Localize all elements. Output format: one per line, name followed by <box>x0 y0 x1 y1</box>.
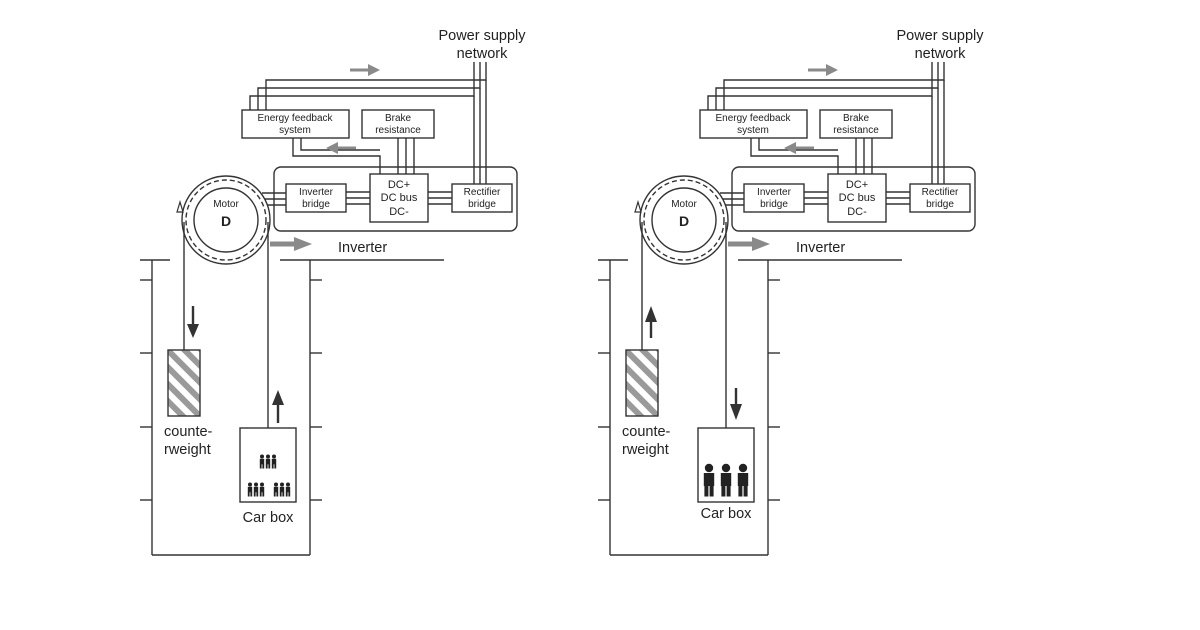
motor: Motor D <box>181 175 271 265</box>
motor-label: Motor <box>671 199 697 210</box>
dc-plus-label: DC+ <box>846 179 868 191</box>
energy-feedback-box <box>699 109 808 139</box>
rectifier-bridge-label: Rectifier <box>922 187 959 198</box>
brake-resistance-box <box>361 109 435 139</box>
rope-direction-marker <box>176 199 184 213</box>
inverter-bridge-label: Inverter <box>757 187 792 198</box>
inverter-bridge-label: Inverter <box>299 187 334 198</box>
rectifier-bridge-box <box>451 183 513 213</box>
inverter-bridge-box <box>285 183 347 213</box>
brake-resistance-label-2: resistance <box>375 125 421 136</box>
svg-text:counte-rweight: counte-rweight <box>622 424 671 458</box>
inverter-bridge-label-2: bridge <box>302 199 330 210</box>
inverter-label: Inverter <box>796 240 845 256</box>
inverter-enclosure <box>731 166 976 232</box>
brake-resistance-label: Brake <box>843 113 870 124</box>
power-supply-lines <box>249 62 487 206</box>
motor: Motor D <box>639 175 729 265</box>
dc-plus-label: DC+ <box>388 179 410 191</box>
elevator-shaft <box>598 222 902 556</box>
car-box-label: Car box <box>701 506 753 522</box>
motor-symbol: D <box>221 213 231 229</box>
rectifier-bridge-label-2: bridge <box>468 199 496 210</box>
energy-feedback-label-2: system <box>279 125 311 136</box>
counterweight-label: counte- <box>164 424 213 440</box>
inverter-arrow <box>270 237 312 251</box>
car-arrow-up <box>272 390 284 423</box>
energy-feedback-label-2: system <box>737 125 769 136</box>
counterweight <box>167 349 201 417</box>
counterweight-label: counte- <box>622 424 671 440</box>
rectifier-bridge-label: Rectifier <box>464 187 501 198</box>
power-supply-label-2: network <box>457 46 509 62</box>
brake-resistance-box <box>819 109 893 139</box>
inverter-enclosure <box>273 166 518 232</box>
rectifier-bridge-box <box>909 183 971 213</box>
dc-bus-label: DC bus <box>381 192 418 204</box>
dc-bus-box <box>369 173 429 223</box>
counterweight-arrow-up <box>645 306 657 338</box>
svg-text:counte-rweight: counte-rweight <box>164 424 213 458</box>
rope-direction-marker <box>634 199 642 213</box>
counterweight <box>625 349 659 417</box>
counterweight-label-2: rweight <box>164 442 211 458</box>
car-arrow-down <box>730 388 742 420</box>
energy-flow-arrow-brake <box>784 142 814 154</box>
energy-feedback-label: Energy feedback <box>257 113 333 124</box>
motor-label: Motor <box>213 199 239 210</box>
power-supply-label-2: network <box>915 46 967 62</box>
dc-bus-box <box>827 173 887 223</box>
energy-flow-arrow-top <box>350 64 380 76</box>
counterweight-label-2: rweight <box>622 442 669 458</box>
energy-flow-arrow-top <box>808 64 838 76</box>
elevator-shaft <box>140 222 444 556</box>
motor-symbol: D <box>679 213 689 229</box>
power-supply-label: Power supply <box>438 28 526 44</box>
dc-minus-label: DC- <box>389 206 409 218</box>
rectifier-bridge-label-2: bridge <box>926 199 954 210</box>
inverter-arrow <box>728 237 770 251</box>
counterweight-arrow-down <box>187 306 199 338</box>
energy-feedback-label: Energy feedback <box>715 113 791 124</box>
inverter-bridge-box <box>743 183 805 213</box>
power-supply-label: Power supply <box>896 28 984 44</box>
energy-feedback-box <box>241 109 350 139</box>
dc-minus-label: DC- <box>847 206 867 218</box>
inverter-bridge-label-2: bridge <box>760 199 788 210</box>
brake-resistance-label: Brake <box>385 113 412 124</box>
inverter-label: Inverter <box>338 240 387 256</box>
car-box-label: Car box <box>243 510 295 526</box>
brake-resistance-label-2: resistance <box>833 125 879 136</box>
energy-flow-arrow-brake <box>326 142 356 154</box>
dc-bus-label: DC bus <box>839 192 876 204</box>
